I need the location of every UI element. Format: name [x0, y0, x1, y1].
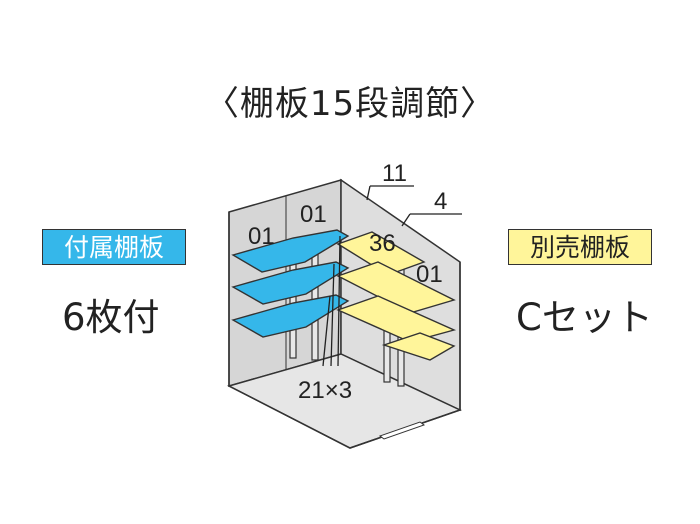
front-edge	[228, 212, 461, 449]
label-36: 36	[369, 230, 396, 257]
blue-shelf-2	[231, 261, 350, 305]
label-01-left: 01	[248, 223, 275, 250]
label-01-right: 01	[416, 261, 443, 288]
optional-shelves	[336, 231, 457, 361]
door-sill	[378, 421, 426, 440]
leader-lines	[322, 185, 462, 367]
optional-shelves-set: Cセット	[516, 296, 653, 339]
yellow-shelf-4	[381, 332, 456, 361]
label-11: 11	[382, 160, 407, 187]
optional-shelves-badge: 別売棚板	[508, 229, 652, 265]
yellow-shelf-3	[336, 295, 457, 343]
included-shelves	[231, 229, 350, 338]
blue-shelf-1	[231, 229, 350, 273]
label-4: 4	[434, 188, 447, 215]
page-title: 〈棚板15段調節〉	[204, 84, 496, 124]
included-shelves-count: 6枚付	[62, 296, 160, 339]
label-21x3: 21×3	[298, 377, 352, 404]
label-01-middle: 01	[300, 201, 327, 228]
included-shelves-badge: 付属棚板	[42, 229, 186, 265]
blue-shelf-3	[231, 294, 350, 338]
